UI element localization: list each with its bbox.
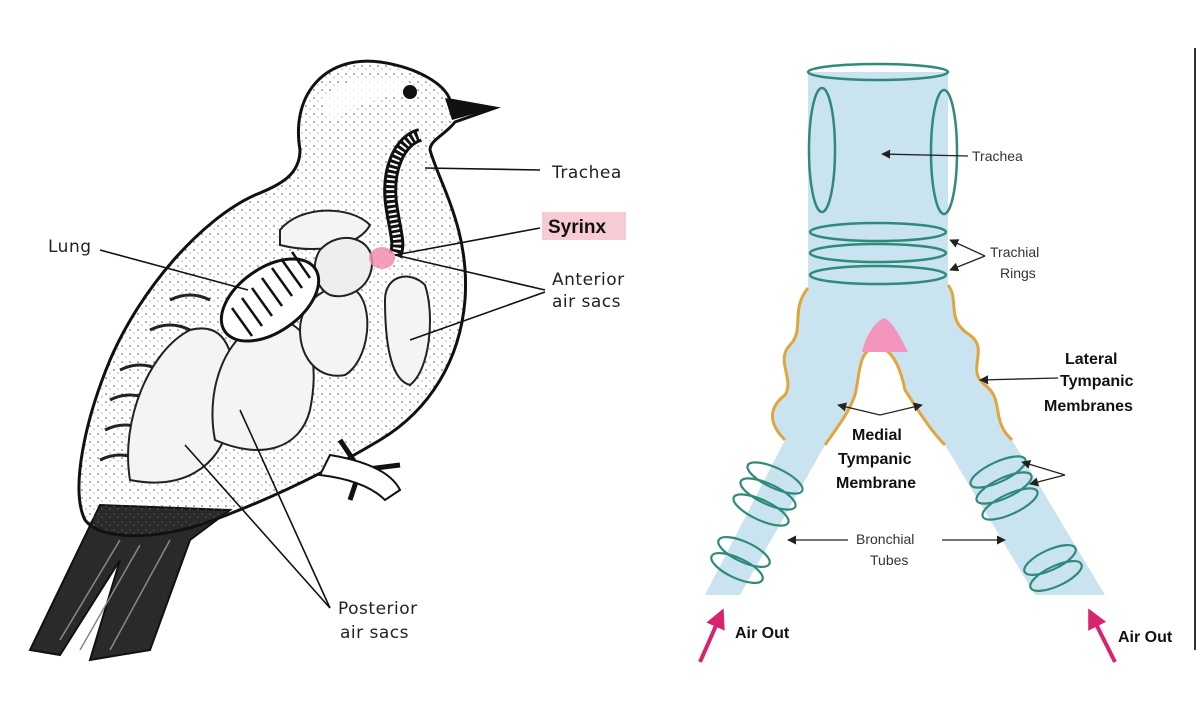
syrinx-highlight	[542, 212, 626, 240]
anterior-air-sac-3	[383, 275, 431, 387]
bird-syrinx-spot	[369, 247, 395, 269]
syrinx-label-medial-2: Tympanic	[838, 451, 912, 468]
syrinx-label-medial-1: Medial	[852, 427, 902, 444]
syrinx-label-trachea: Trachea	[972, 148, 1023, 164]
air-out-arrow-right	[1088, 608, 1117, 663]
bird-anatomy-illustration: Trachea Syrinx Lung Anterior air sacs Po…	[28, 59, 626, 662]
tracheal-side-ring-right	[929, 88, 959, 216]
syrinx-label-rings-2: Rings	[1000, 265, 1036, 281]
bronchial-rings-left	[710, 461, 804, 585]
syrinx-label-air-out-left: Air Out	[735, 625, 790, 642]
bird-beak	[445, 98, 495, 120]
bird-label-posterior-1: Posterior	[338, 599, 418, 619]
syrinx-label-rings-1: Trachial	[990, 244, 1039, 260]
syrinx-label-lateral-2: Tympanic	[1060, 373, 1134, 390]
tracheal-top-ring	[806, 62, 950, 82]
bronchial-rings-right	[969, 455, 1083, 593]
syrinx-label-bronchial-2: Tubes	[870, 552, 908, 568]
syrinx-label-air-out-right: Air Out	[1118, 629, 1173, 646]
syrinx-label-lateral-3: Membranes	[1044, 398, 1133, 415]
bird-label-trachea: Trachea	[551, 163, 622, 183]
syrinx-label-medial-3: Membrane	[836, 475, 916, 492]
lateral-membrane-left	[771, 287, 810, 442]
trachial-rings	[808, 221, 948, 286]
bird-lung	[219, 251, 321, 343]
syrinx-label-lateral-1: Lateral	[1065, 351, 1117, 368]
bird-label-posterior-2: air sacs	[340, 623, 409, 643]
syrinx-schematic: Trachea Trachial Rings Lateral Tympanic …	[698, 48, 1196, 663]
bird-perch	[318, 453, 402, 502]
bird-label-anterior-2: air sacs	[552, 292, 621, 312]
bird-eye	[403, 85, 417, 99]
tracheal-side-ring-left	[807, 86, 837, 214]
syrinx-tube	[705, 72, 1105, 595]
anterior-air-sac-2	[298, 286, 369, 377]
posterior-air-sac-1	[127, 327, 235, 484]
bird-label-lung: Lung	[48, 237, 92, 257]
lateral-membrane-right	[946, 284, 1014, 442]
bird-label-anterior-1: Anterior	[552, 270, 625, 290]
air-out-arrow-left	[698, 608, 725, 663]
medial-tympanic-membrane	[862, 318, 908, 352]
syrinx-label-bronchial-1: Bronchial	[856, 531, 914, 547]
bird-label-syrinx: Syrinx	[548, 217, 607, 238]
